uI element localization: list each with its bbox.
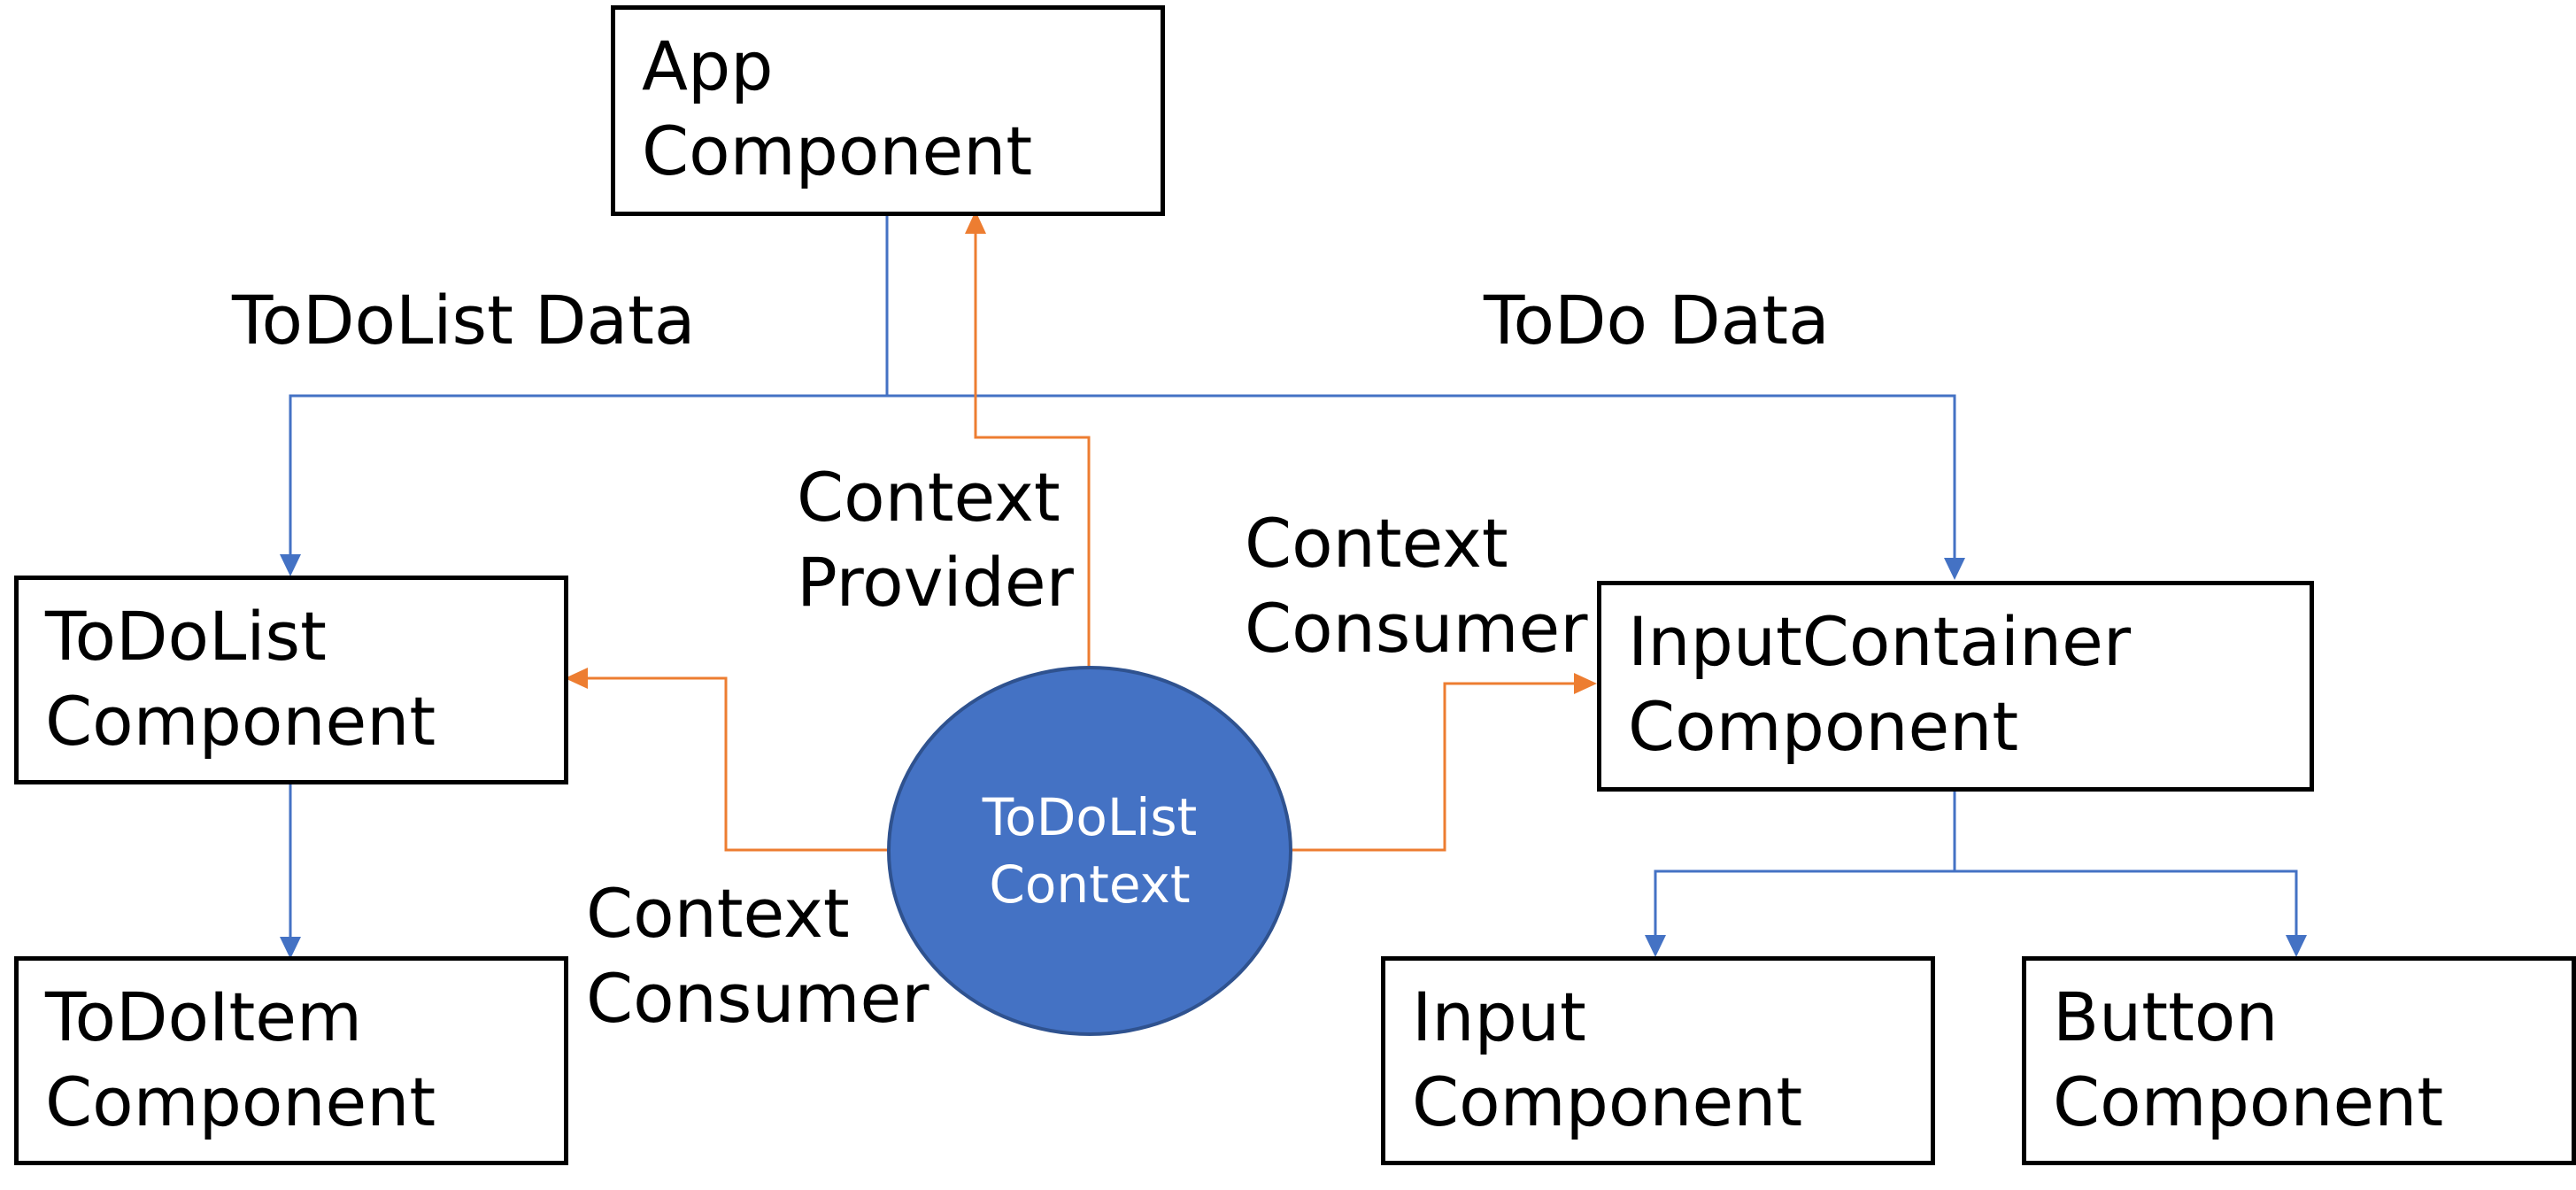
- context-to-todolist-arrowhead: [565, 668, 588, 689]
- input-component-label-line2: Component: [1412, 1062, 1803, 1141]
- todoitem-component-label-line1: ToDoItem: [45, 978, 363, 1056]
- context-consumer-right-label-line2: Consumer: [1245, 589, 1588, 668]
- todolist-to-todoitem-arrowhead: [280, 937, 301, 959]
- app-to-todolist-arrowhead: [280, 554, 301, 576]
- context-provider-label-line2: Provider: [797, 543, 1074, 622]
- todolist-component-label-line1: ToDoList: [45, 597, 327, 676]
- todolist-component-label-line2: Component: [45, 682, 436, 761]
- context-to-inputcontainer-arrowhead: [1574, 673, 1597, 694]
- todolist-data-label: ToDoList Data: [232, 278, 696, 363]
- inputcontainer-branch-edge: [1654, 790, 1956, 939]
- context-to-todolist-edge: [584, 676, 889, 852]
- todolist-context-label-line1: ToDoList: [982, 787, 1198, 847]
- todo-data-label-text: ToDo Data: [1484, 281, 1830, 359]
- app-component-box: App Component: [611, 5, 1165, 216]
- todo-data-label: ToDo Data: [1484, 278, 1830, 363]
- app-component-label-line1: App: [642, 27, 774, 105]
- todolist-context-node: ToDoList Context: [887, 666, 1292, 1036]
- context-consumer-left-label-line1: Context: [586, 874, 850, 953]
- todolist-context-label-line2: Context: [989, 854, 1191, 915]
- input-component-box: Input Component: [1381, 956, 1935, 1165]
- context-provider-label: Context Provider: [797, 455, 1074, 625]
- app-to-todolist-edge: [289, 214, 889, 558]
- app-to-inputcontainer-edge: [887, 394, 1956, 561]
- inputcontainer-to-input-arrowhead: [1645, 935, 1666, 957]
- todoitem-component-box: ToDoItem Component: [14, 956, 568, 1165]
- inputcontainer-component-label-line2: Component: [1628, 687, 2019, 766]
- context-to-inputcontainer-edge: [1292, 682, 1577, 852]
- button-component-box: Button Component: [2022, 956, 2576, 1165]
- todoitem-component-label-line2: Component: [45, 1062, 436, 1141]
- context-consumer-left-label-line2: Consumer: [586, 959, 929, 1038]
- input-component-label-line1: Input: [1412, 978, 1586, 1056]
- context-to-app-edge: [974, 230, 1091, 666]
- context-consumer-right-label: Context Consumer: [1245, 501, 1588, 671]
- context-to-app-arrowhead: [965, 211, 986, 234]
- app-component-label-line2: Component: [642, 112, 1033, 190]
- button-component-label-line1: Button: [2053, 978, 2279, 1056]
- context-consumer-right-label-line1: Context: [1245, 504, 1508, 583]
- todolist-component-box: ToDoList Component: [14, 576, 568, 784]
- context-consumer-left-label: Context Consumer: [586, 871, 929, 1041]
- inputcontainer-component-label-line1: InputContainer: [1628, 602, 2132, 681]
- app-to-inputcontainer-arrowhead: [1944, 558, 1965, 580]
- todolist-data-label-text: ToDoList Data: [232, 281, 696, 359]
- inputcontainer-to-button-edge: [1955, 869, 2298, 939]
- inputcontainer-to-button-arrowhead: [2286, 935, 2307, 957]
- inputcontainer-component-box: InputContainer Component: [1597, 581, 2314, 792]
- context-provider-label-line1: Context: [797, 458, 1060, 537]
- button-component-label-line2: Component: [2053, 1062, 2444, 1141]
